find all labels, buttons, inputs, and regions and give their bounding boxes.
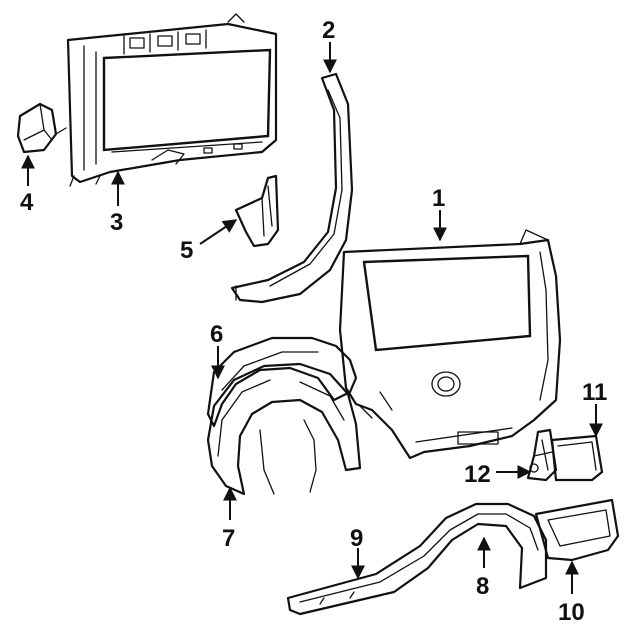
callout-6: 6	[210, 321, 223, 348]
part-extension	[534, 498, 620, 562]
callout-2: 2	[322, 17, 335, 44]
callout-11: 11	[582, 379, 607, 406]
part-inner-quarter-panel	[66, 13, 278, 187]
part-brace	[234, 174, 280, 248]
part-wheel-house-outer	[206, 336, 358, 428]
part-wheel-opening-molding	[286, 502, 548, 616]
callout-4: 4	[20, 189, 34, 216]
callout-3: 3	[110, 209, 123, 236]
part-bracket	[16, 102, 67, 154]
part-wheel-house-inner	[206, 362, 362, 496]
callout-9: 9	[350, 525, 363, 552]
part-fuel-door	[550, 434, 604, 482]
part-hinge	[526, 428, 558, 482]
callout-10: 10	[558, 599, 585, 626]
callout-8: 8	[476, 573, 489, 600]
callout-5: 5	[180, 237, 193, 264]
part-lock-pillar	[230, 72, 354, 304]
part-quarter-panel	[338, 229, 562, 460]
callout-12: 12	[464, 461, 491, 488]
callout-7: 7	[222, 525, 235, 552]
callout-1: 1	[432, 185, 445, 212]
